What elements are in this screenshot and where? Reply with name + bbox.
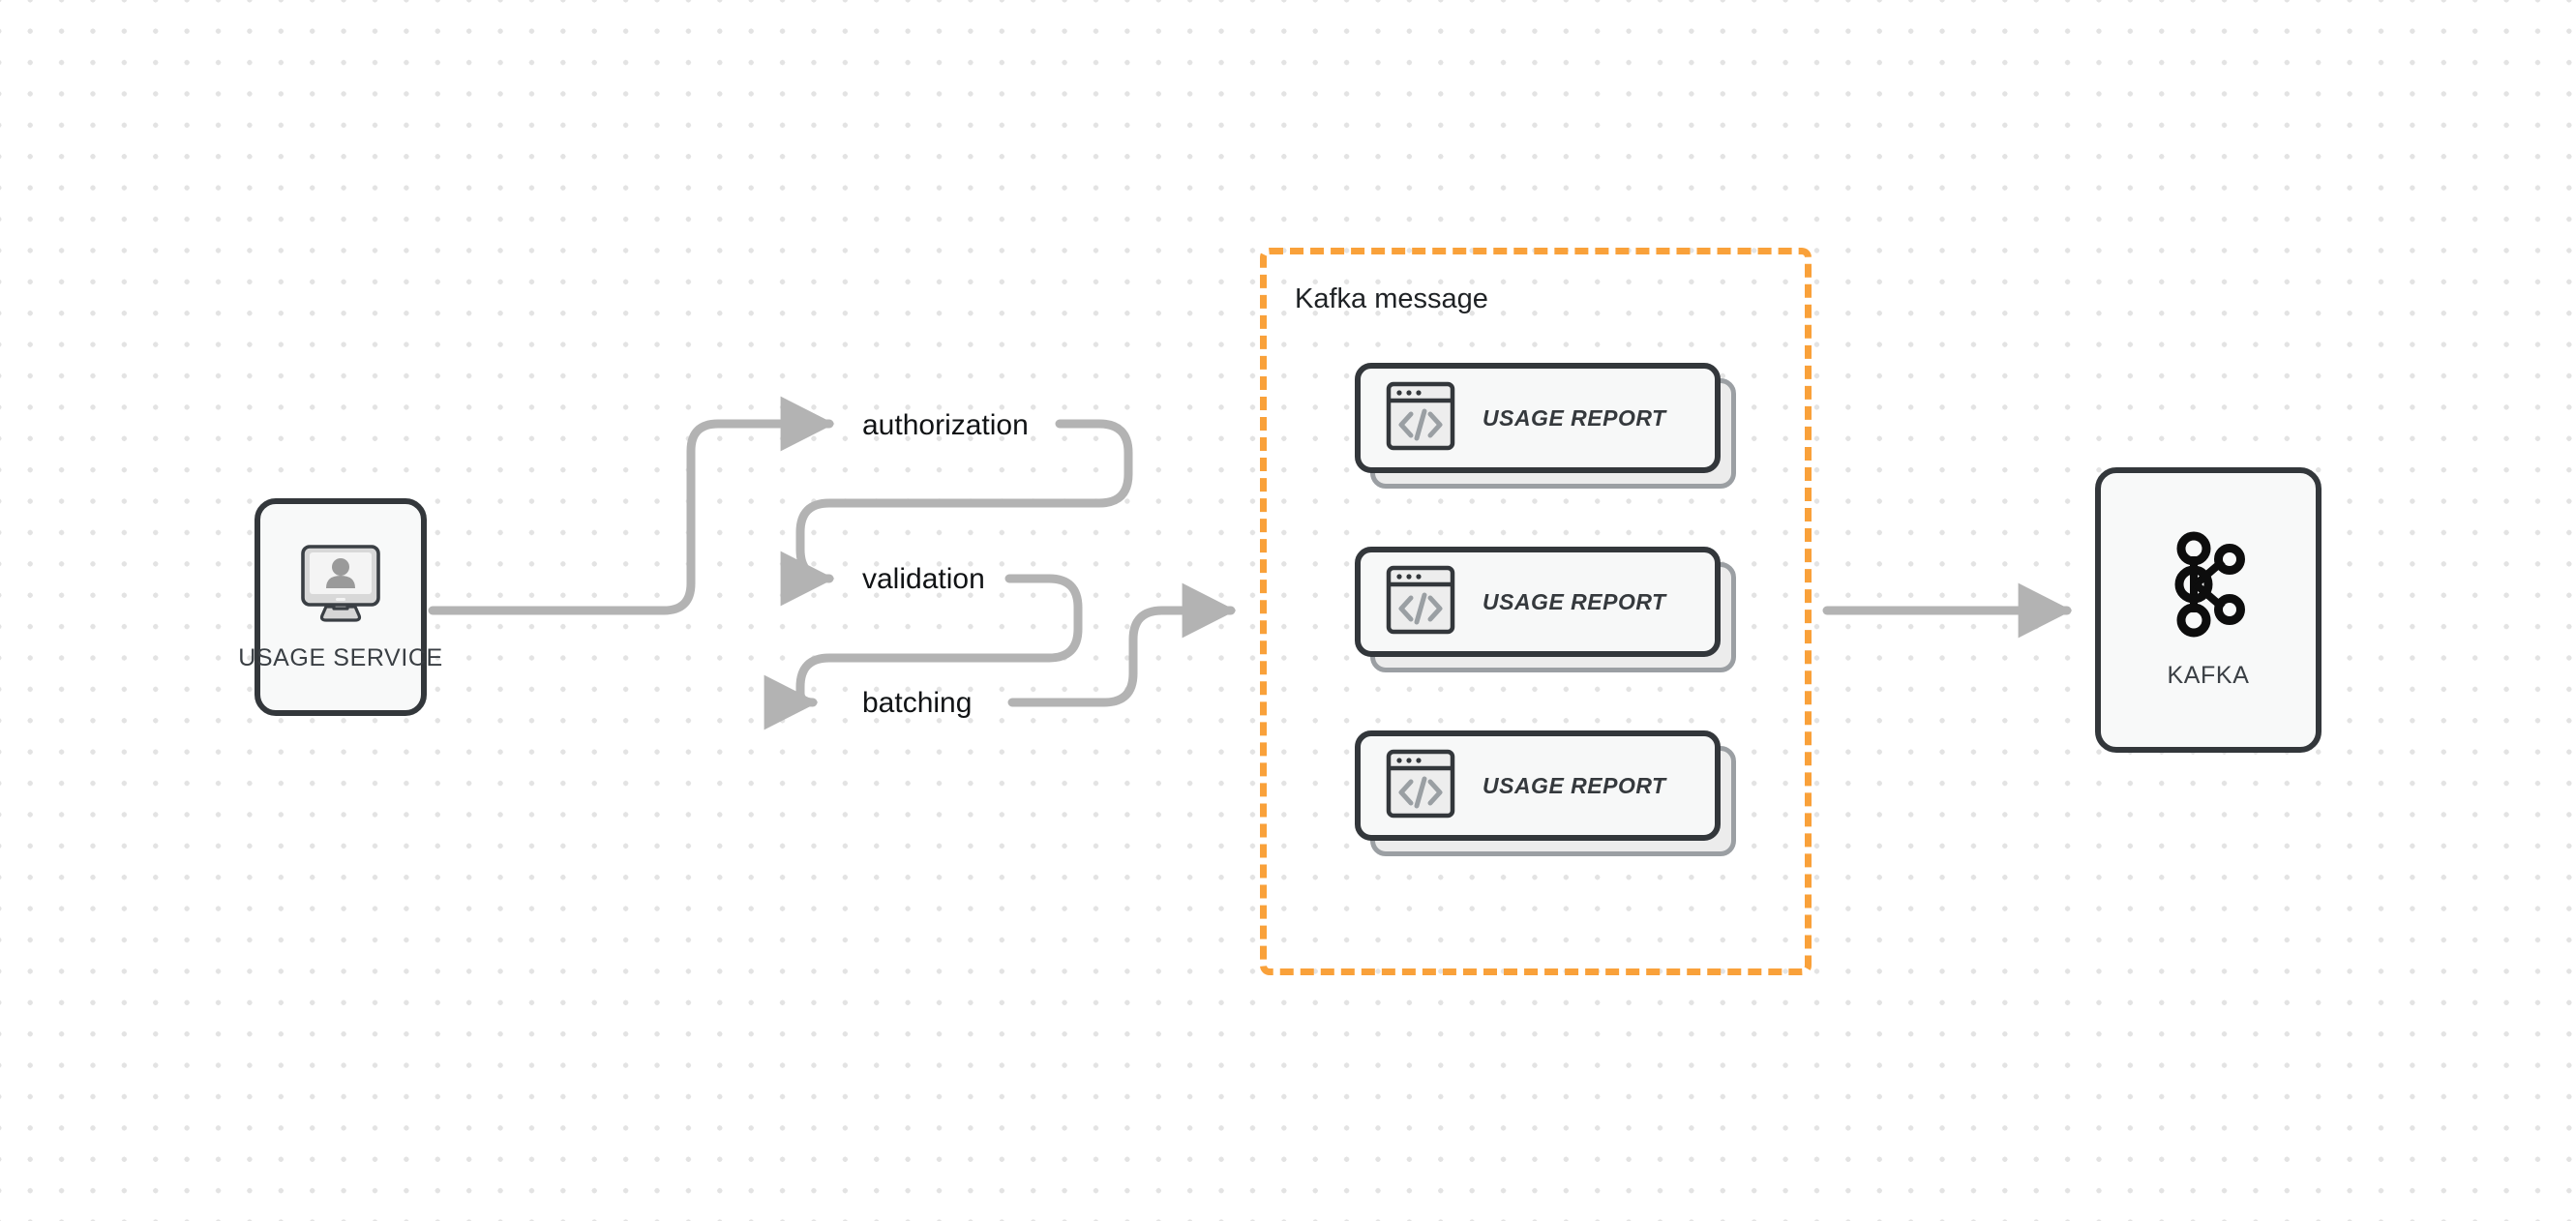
code-window-icon — [1386, 749, 1455, 823]
card-front-sheet[interactable]: USAGE REPORT — [1355, 547, 1721, 657]
card-label-usage-report: USAGE REPORT — [1483, 588, 1666, 614]
stage-label-validation: validation — [862, 563, 985, 595]
monitor-user-icon — [297, 543, 384, 629]
group-title-kafka-message: Kafka message — [1295, 283, 1488, 314]
card-label-usage-report: USAGE REPORT — [1483, 772, 1666, 798]
card-label-usage-report: USAGE REPORT — [1483, 404, 1666, 431]
stage-label-batching: batching — [862, 687, 973, 719]
wire-batching-to-kafka-message — [1007, 582, 1237, 707]
card-front-sheet[interactable]: USAGE REPORT — [1355, 363, 1721, 473]
code-window-icon — [1386, 381, 1455, 456]
usage-report-card[interactable]: USAGE REPORT — [1355, 547, 1736, 672]
usage-report-card[interactable]: USAGE REPORT — [1355, 730, 1736, 856]
wire-authorization-to-validation — [780, 419, 1133, 607]
wire-service-to-authorization — [428, 396, 835, 615]
code-window-icon — [1386, 565, 1455, 640]
card-front-sheet[interactable]: USAGE REPORT — [1355, 730, 1721, 841]
node-kafka[interactable]: KAFKA — [2095, 467, 2321, 753]
stage-label-authorization: authorization — [862, 409, 1029, 441]
node-usage-service[interactable]: USAGE SERVICE — [238, 498, 442, 716]
usage-report-card[interactable]: USAGE REPORT — [1355, 363, 1736, 489]
node-label-usage-service: USAGE SERVICE — [238, 643, 443, 671]
wire-validation-to-batching — [764, 574, 1083, 730]
kafka-logo-icon — [2167, 531, 2250, 642]
group-kafka-message — [1260, 248, 1812, 975]
node-label-kafka: KAFKA — [2167, 661, 2250, 689]
